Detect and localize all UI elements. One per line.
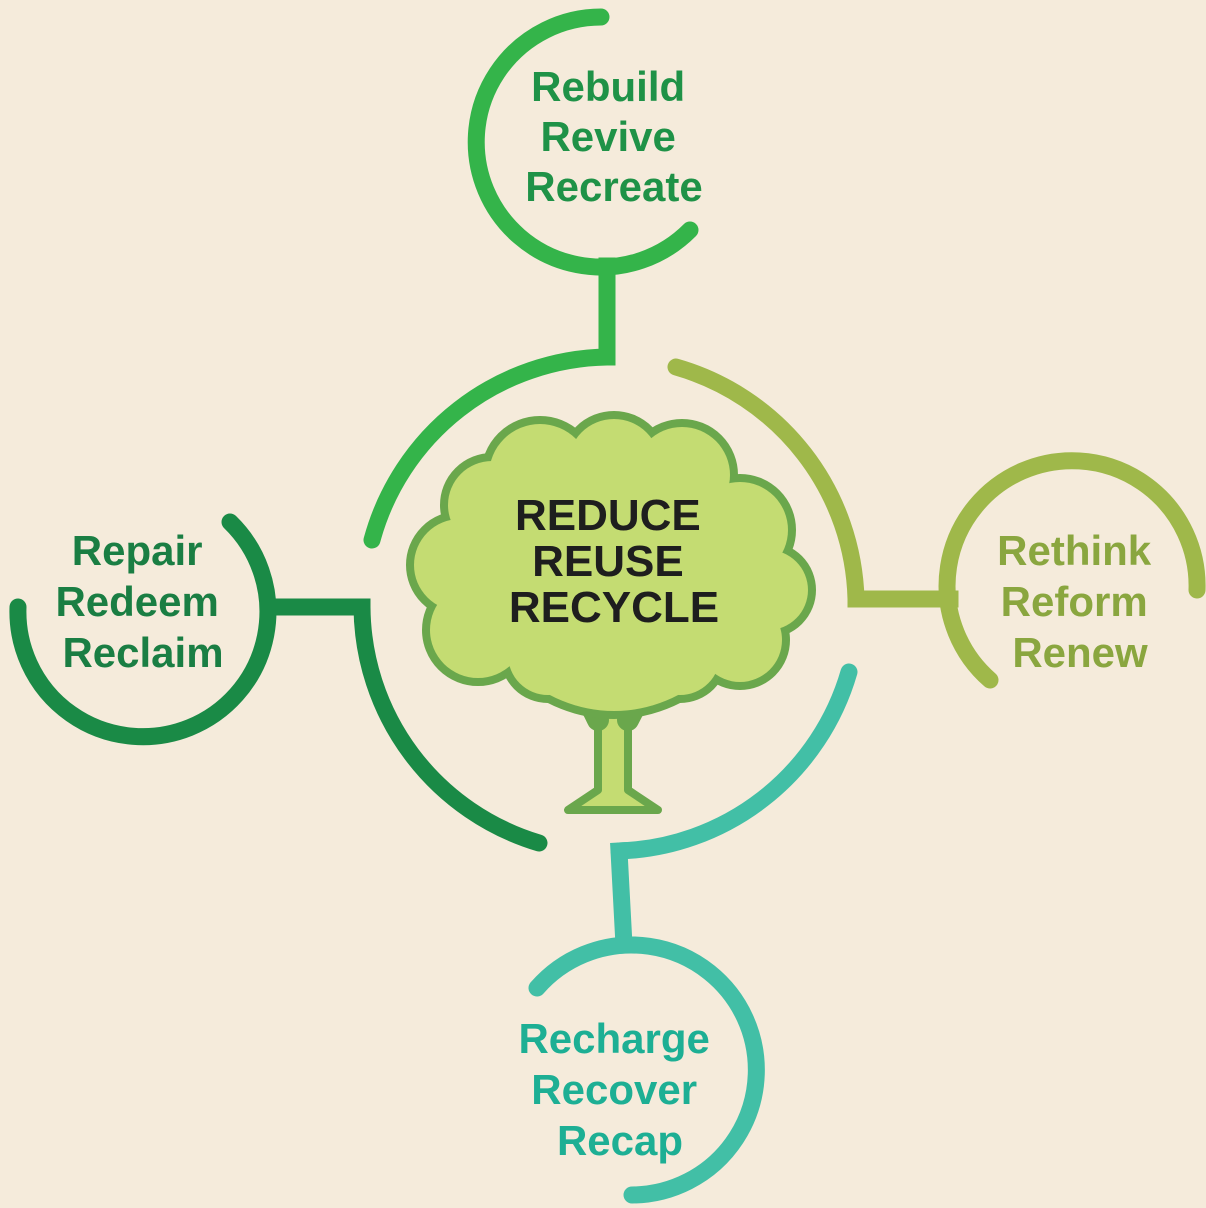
branch-top-circle-arc xyxy=(467,8,699,276)
branch-right-line-2: Reform xyxy=(1001,578,1148,625)
branch-top-line-3: Recreate xyxy=(525,163,702,210)
branch-right-arc xyxy=(667,358,865,608)
branch-right-line-1: Rethink xyxy=(997,527,1152,574)
tree-canopy-fill xyxy=(414,419,808,711)
branch-top-arc xyxy=(363,348,616,549)
branch-left: Repair Redeem Reclaim xyxy=(9,513,548,852)
center-line-2: REUSE xyxy=(532,537,684,586)
center-line-1: REDUCE xyxy=(515,491,701,540)
branch-right-label: Rethink Reform Renew xyxy=(997,527,1163,676)
branch-top-label: Rebuild Revive Recreate xyxy=(525,63,702,210)
center-line-3: RECYCLE xyxy=(509,583,719,632)
branch-bottom-line-1: Recharge xyxy=(518,1015,709,1062)
branch-top-line-1: Rebuild xyxy=(531,63,685,110)
center-label: REDUCE REUSE RECYCLE xyxy=(509,491,719,632)
branch-left-line-1: Repair xyxy=(72,527,203,574)
branch-left-arc xyxy=(353,598,548,852)
branch-bottom-line-3: Recap xyxy=(557,1117,683,1164)
branch-left-label: Repair Redeem Reclaim xyxy=(55,527,230,676)
branch-top: Rebuild Revive Recreate xyxy=(363,8,703,549)
branch-top-line-2: Revive xyxy=(540,113,675,160)
branch-bottom-arc xyxy=(610,663,858,860)
branch-bottom-line-2: Recover xyxy=(531,1066,697,1113)
branch-right-line-3: Renew xyxy=(1012,629,1148,676)
branch-right-circle-arc xyxy=(938,452,1206,689)
branch-bottom-label: Recharge Recover Recap xyxy=(518,1015,721,1164)
branch-bottom-connector xyxy=(610,842,633,954)
tree-icon: REDUCE REUSE RECYCLE xyxy=(406,411,816,814)
branch-left-line-2: Redeem xyxy=(55,578,218,625)
branch-bottom-circle-arc xyxy=(528,936,765,1204)
branch-left-circle-arc xyxy=(9,513,277,746)
branch-right: Rethink Reform Renew xyxy=(667,358,1206,689)
branch-left-line-3: Reclaim xyxy=(62,629,223,676)
branch-bottom: Recharge Recover Recap xyxy=(518,663,858,1204)
